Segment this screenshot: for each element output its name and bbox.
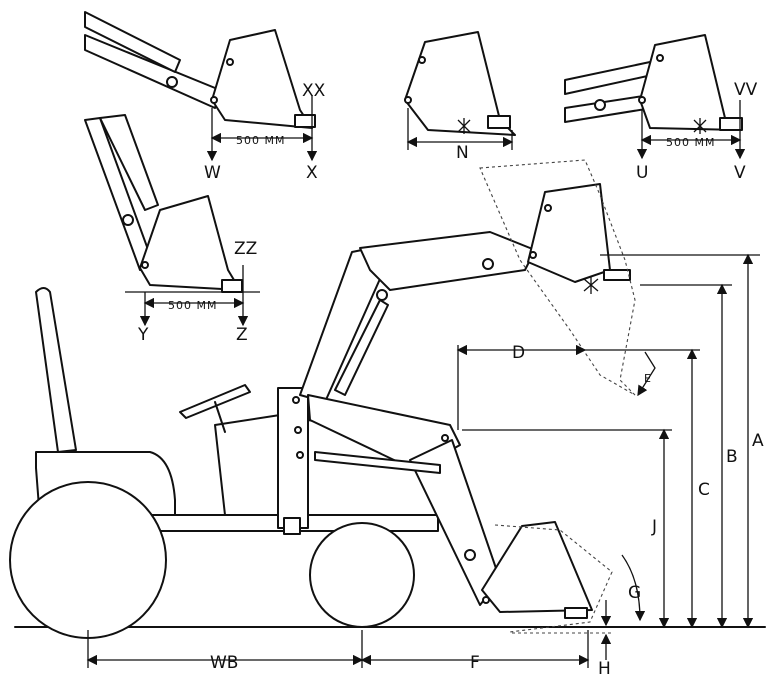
inset-w-x: [84, 11, 318, 162]
front-wheel: [309, 522, 415, 628]
label-U: U: [636, 163, 648, 183]
label-Z: Z: [236, 325, 248, 345]
label-N: N: [456, 143, 469, 163]
label-A: A: [752, 431, 764, 451]
raised-boom-upper: [359, 231, 536, 291]
dim-500mm-uv: 500 MM: [666, 136, 715, 149]
loader-tower: [277, 387, 309, 529]
dim-500mm-wx: 500 MM: [236, 134, 285, 147]
seat-back: [35, 287, 77, 453]
label-E: E: [644, 372, 652, 385]
steering-column: [214, 401, 226, 433]
dashboard: [214, 414, 286, 516]
label-F: F: [470, 653, 480, 673]
rear-wheel: [9, 481, 167, 639]
lowered-cylinder: [314, 451, 441, 474]
tower-bracket: [283, 517, 301, 535]
label-V: V: [734, 163, 746, 183]
label-ZZ: ZZ: [234, 239, 257, 259]
raised-loader: [299, 159, 636, 403]
label-WB: WB: [210, 653, 238, 673]
raised-bucket: [527, 183, 611, 283]
lowered-bucket-dashed: [494, 524, 613, 633]
inset-u-v: [564, 34, 746, 160]
dimension-lines: [86, 253, 760, 668]
label-H: H: [598, 659, 611, 679]
lowered-loader: [307, 394, 613, 633]
label-J: J: [651, 517, 657, 537]
dim-500mm-yz: 500 MM: [168, 299, 217, 312]
lowered-bucket: [481, 521, 593, 613]
label-W: W: [204, 163, 221, 183]
label-VV: VV: [734, 80, 758, 100]
inset-y-z: [84, 114, 260, 327]
label-B: B: [726, 447, 738, 467]
raised-cylinder: [334, 299, 389, 396]
label-XX: XX: [302, 81, 326, 101]
label-D: D: [512, 343, 525, 363]
label-G: G: [628, 583, 641, 603]
label-C: C: [698, 480, 710, 500]
tractor: [9, 287, 441, 639]
label-Y: Y: [137, 325, 149, 345]
label-X: X: [306, 163, 318, 183]
inset-n: [404, 31, 516, 150]
